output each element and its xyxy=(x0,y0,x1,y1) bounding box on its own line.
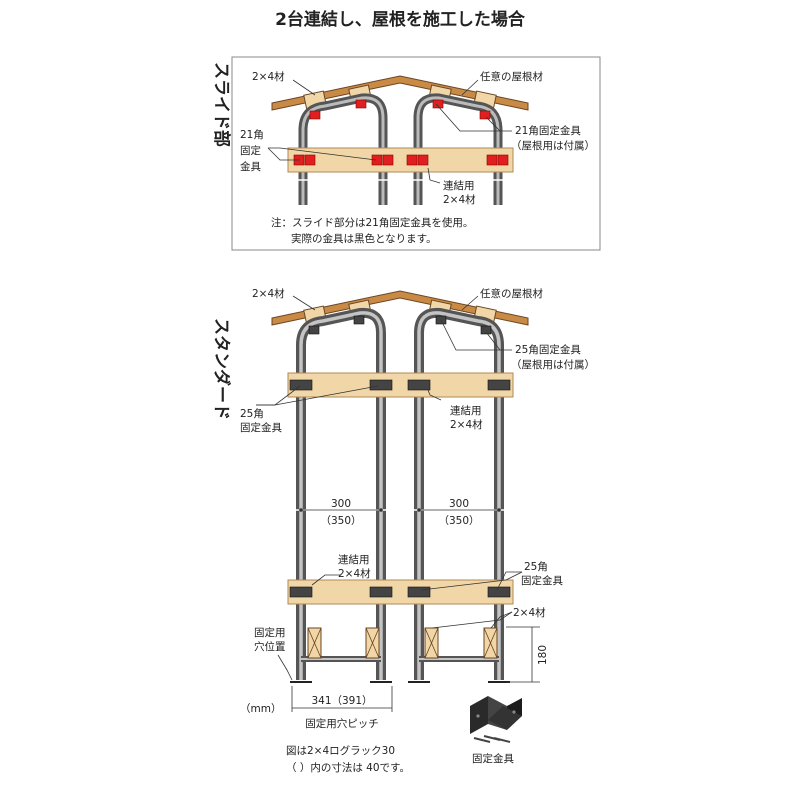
label-2x4-right: 2×4材 xyxy=(513,606,546,619)
dim-350-left: （350） xyxy=(320,515,361,527)
label-roof-standard: 任意の屋根材 xyxy=(480,287,543,300)
dim-width-lines xyxy=(291,686,393,712)
slide-section: スライド部 xyxy=(211,56,601,251)
standard-section-label: スタンダード xyxy=(211,318,232,420)
label-link-lower-2: 2×4材 xyxy=(338,567,371,580)
fixture-caption: 固定金具 xyxy=(472,752,514,765)
standard-section: スタンダード xyxy=(211,287,595,774)
dim-300-dots xyxy=(299,508,501,512)
label-link-upper-2: 2×4材 xyxy=(450,418,483,431)
label-25-top-1: 25角固定金具 xyxy=(515,343,581,356)
label-25-left-1: 25角 xyxy=(240,408,264,420)
dim-350-right: （350） xyxy=(438,515,479,527)
dim-180: 180 xyxy=(537,645,549,665)
dark-fixtures xyxy=(289,315,511,598)
note-line-2: 実際の金具は黒色となります。 xyxy=(291,232,437,245)
dim-width-caption: 固定用穴ピッチ xyxy=(305,717,379,730)
fixture-illustration xyxy=(470,696,522,743)
rack-frames-highlight xyxy=(301,96,500,205)
dim-width: 341（391） xyxy=(311,695,372,707)
label-25-right-2: 固定金具 xyxy=(521,574,563,587)
label-link-lower-1: 連結用 xyxy=(338,553,370,566)
label-21-left-3: 金具 xyxy=(240,160,261,173)
label-21-right-2: （屋根用は付属） xyxy=(511,139,595,152)
label-link-upper-1: 連結用 xyxy=(450,404,482,417)
link-board-lower xyxy=(287,579,514,605)
note-line-1: 注：スライド部分は21角固定金具を使用。 xyxy=(271,216,473,229)
leaders-top xyxy=(267,79,512,184)
label-roof-top: 任意の屋根材 xyxy=(480,70,543,83)
rack-frames-standard-highlight xyxy=(299,311,501,680)
label-2x4-standard: 2×4材 xyxy=(252,287,285,300)
label-21-left-1: 21角 xyxy=(240,129,264,141)
dim-300-left: 300 xyxy=(331,498,351,510)
slide-section-label: スライド部 xyxy=(211,62,232,147)
label-21-right-1: 21角固定金具 xyxy=(515,124,581,137)
unit-label: （mm） xyxy=(240,703,281,715)
leaders-bottom xyxy=(256,295,523,681)
dim-180-lines xyxy=(506,626,540,683)
base-blocks-hatch xyxy=(307,627,498,659)
label-link-top-2: 2×4材 xyxy=(443,193,476,206)
dim-300-right: 300 xyxy=(449,498,469,510)
link-board xyxy=(287,147,514,173)
label-25-left-2: 固定金具 xyxy=(240,421,282,434)
footnote-2: （ ）内の寸法は 40です。 xyxy=(286,761,410,774)
label-25-right-1: 25角 xyxy=(524,561,548,573)
label-21-left-2: 固定 xyxy=(240,144,261,157)
label-link-top-1: 連結用 xyxy=(443,179,475,192)
page-title: 2台連結し、屋根を施工した場合 xyxy=(275,9,526,30)
label-2x4-top: 2×4材 xyxy=(252,70,285,83)
footnote-1: 図は2×4ログラック30 xyxy=(286,744,395,757)
rack-frames-standard xyxy=(296,307,504,680)
label-25-top-2: （屋根用は付属） xyxy=(511,358,595,371)
label-hole-2: 穴位置 xyxy=(254,640,286,653)
label-hole-1: 固定用 xyxy=(254,626,286,639)
base-blocks xyxy=(307,627,498,659)
link-board-upper xyxy=(287,372,514,398)
